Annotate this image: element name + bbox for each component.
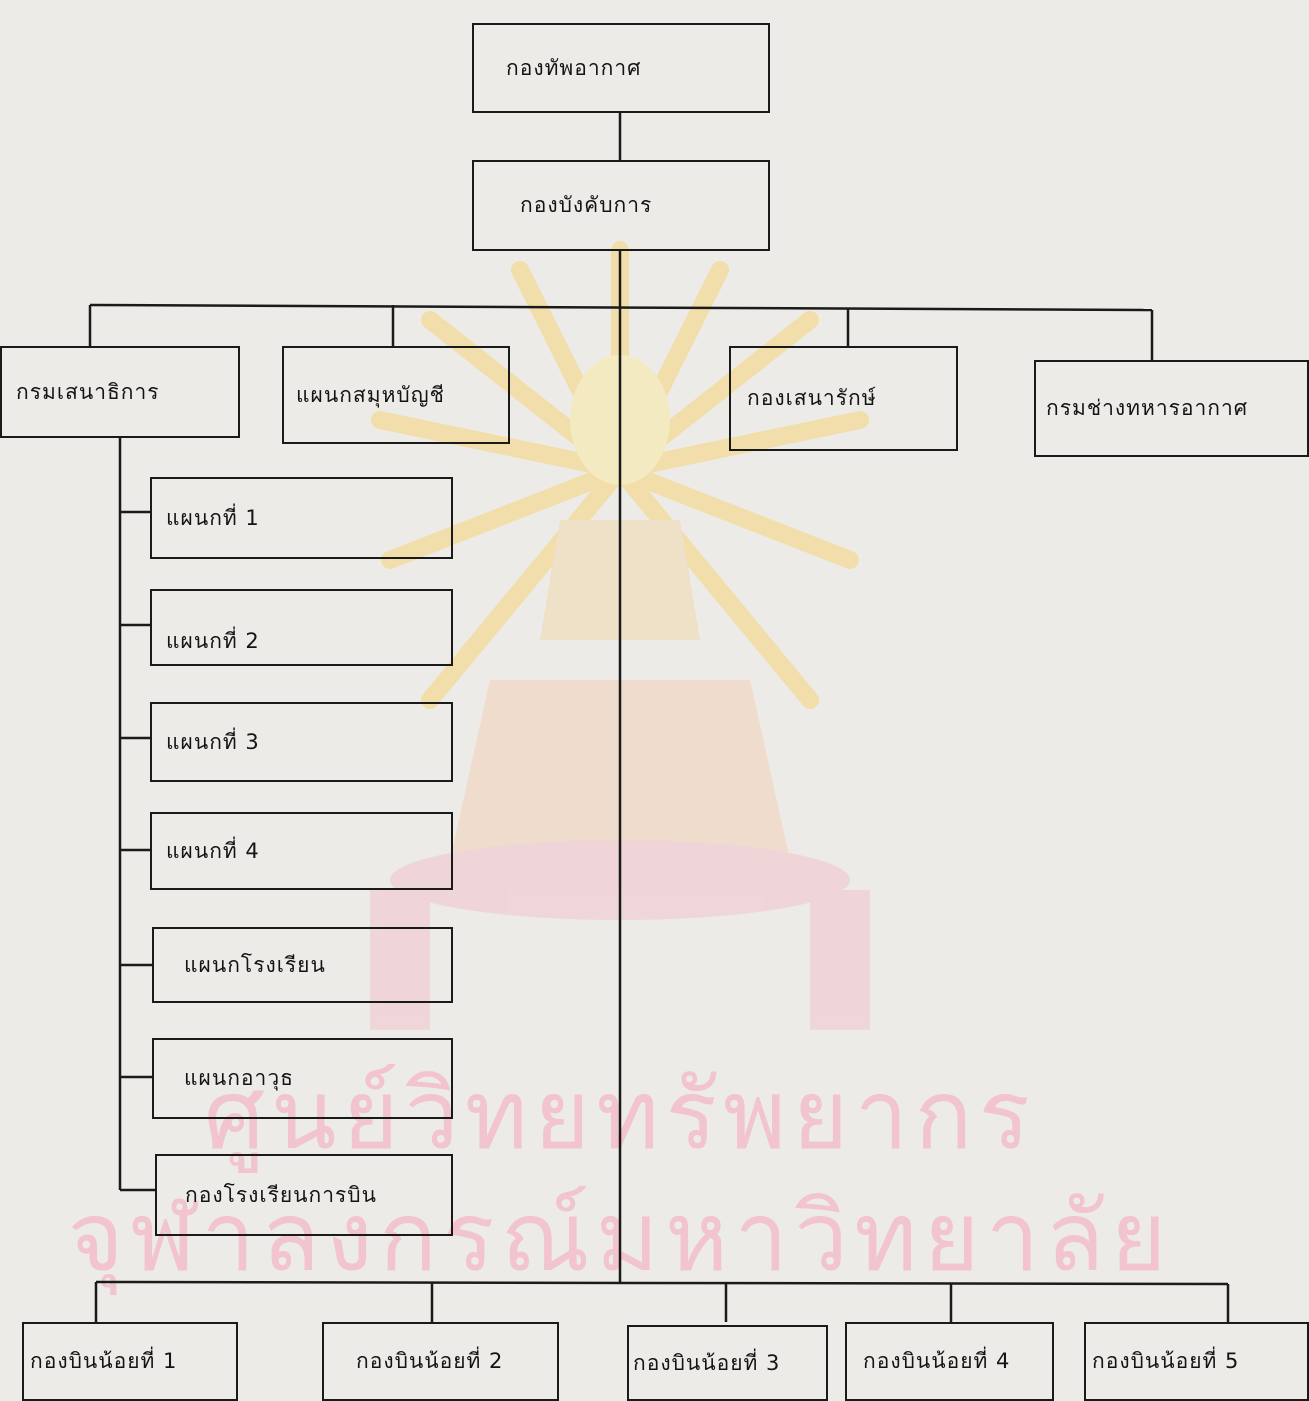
- watermark-line-2: จุฬาลงกรณ์มหาวิทยาลัย: [67, 1181, 1172, 1296]
- node-wing-5-label: กองบินน้อยที่ 5: [1092, 1349, 1240, 1373]
- node-root: กองทัพอากาศ: [472, 23, 770, 113]
- node-flying-school: กองโรงเรียนการบิน: [155, 1154, 453, 1236]
- node-section-3-label: แผนกที่ 3: [166, 729, 260, 754]
- node-wing-2-label: กองบินน้อยที่ 2: [356, 1349, 504, 1373]
- node-section-4-label: แผนกที่ 4: [166, 838, 260, 863]
- node-command-label: กองบังคับการ: [520, 193, 653, 217]
- node-wing-1-label: กองบินน้อยที่ 1: [30, 1349, 178, 1373]
- node-section-2: แผนกที่ 2: [150, 589, 453, 666]
- node-wing-2: กองบินน้อยที่ 2: [322, 1322, 559, 1401]
- node-command: กองบังคับการ: [472, 160, 770, 251]
- node-staff-department: กรมเสนาธิการ: [0, 346, 240, 438]
- node-school-section-label: แผนกโรงเรียน: [184, 952, 326, 977]
- node-accounting-section-label: แผนกสมุหบัญชี: [296, 382, 445, 407]
- node-wing-3: กองบินน้อยที่ 3: [627, 1325, 828, 1401]
- node-flying-school-label: กองโรงเรียนการบิน: [185, 1182, 377, 1207]
- node-supply-division: กองเสนารักษ์: [729, 346, 958, 451]
- node-section-2-label: แผนกที่ 2: [166, 629, 260, 653]
- node-air-engineering-department: กรมช่างทหารอากาศ: [1034, 360, 1309, 457]
- node-air-engineering-department-label: กรมช่างทหารอากาศ: [1046, 396, 1249, 420]
- node-supply-division-label: กองเสนารักษ์: [747, 386, 877, 410]
- node-section-3: แผนกที่ 3: [150, 702, 453, 782]
- node-wing-1: กองบินน้อยที่ 1: [22, 1322, 238, 1401]
- node-accounting-section: แผนกสมุหบัญชี: [282, 346, 510, 444]
- node-section-1-label: แผนกที่ 1: [166, 505, 260, 530]
- node-wing-4-label: กองบินน้อยที่ 4: [863, 1349, 1011, 1373]
- node-staff-department-label: กรมเสนาธิการ: [16, 379, 160, 404]
- node-wing-3-label: กองบินน้อยที่ 3: [633, 1350, 781, 1375]
- node-section-1: แผนกที่ 1: [150, 477, 453, 559]
- node-weapons-section-label: แผนกอาวุธ: [184, 1066, 294, 1090]
- node-wing-4: กองบินน้อยที่ 4: [845, 1322, 1054, 1401]
- node-section-4: แผนกที่ 4: [150, 812, 453, 890]
- node-wing-5: กองบินน้อยที่ 5: [1084, 1322, 1309, 1401]
- node-weapons-section: แผนกอาวุธ: [152, 1038, 453, 1119]
- node-school-section: แผนกโรงเรียน: [152, 927, 453, 1003]
- node-root-label: กองทัพอากาศ: [506, 55, 642, 80]
